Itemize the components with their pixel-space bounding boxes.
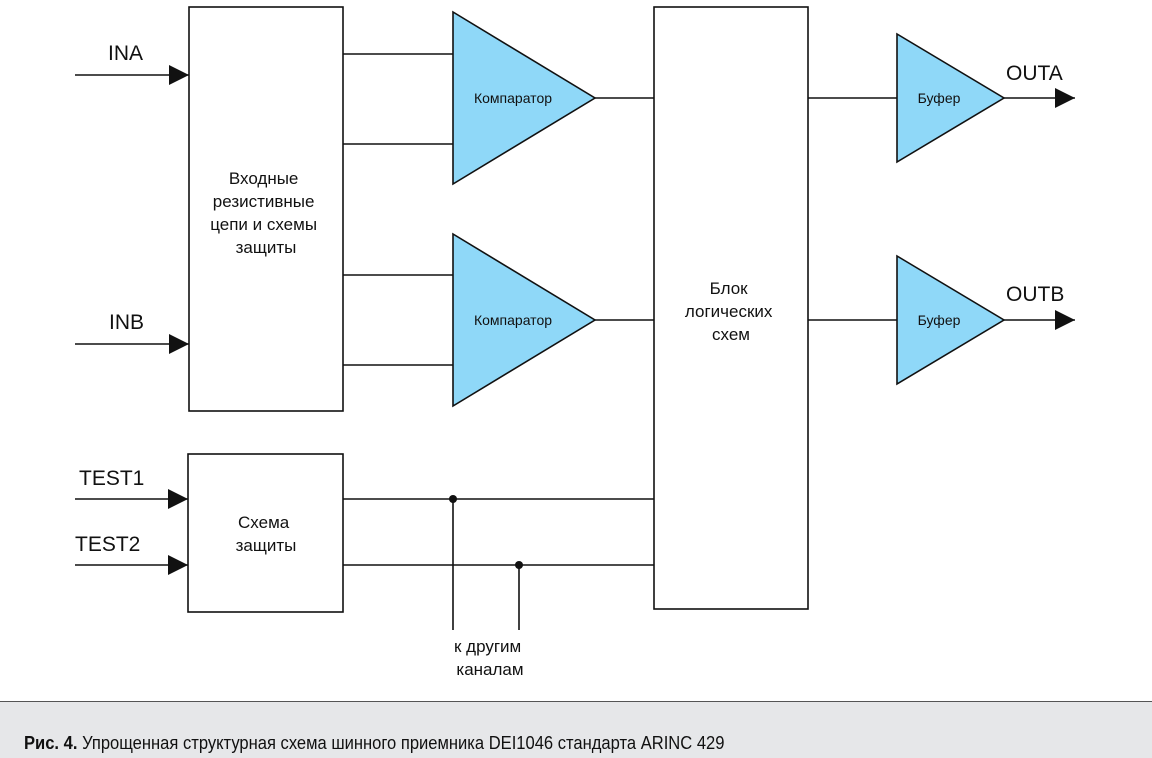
protection-circuit-block <box>187 453 344 613</box>
test2-label: TEST2 <box>75 533 140 556</box>
junction-dot <box>449 495 457 503</box>
comparator-a <box>452 10 597 186</box>
ina-label: INA <box>108 42 143 65</box>
input-protection-block <box>188 6 344 412</box>
caption-text: Рис. 4. Упрощенная структурная схема шин… <box>24 733 724 754</box>
logic-block-label: Блок логических схем <box>685 279 777 344</box>
block-diagram: INA INB TEST1 TEST2 OUTA OUTB Входные ре… <box>75 6 1075 679</box>
junction-dot <box>515 561 523 569</box>
buffer-b <box>896 254 1006 386</box>
comparator-b <box>452 232 597 408</box>
buffer-a-label: Буфер <box>918 90 961 106</box>
buffer-a <box>896 32 1006 164</box>
logic-block <box>653 6 809 610</box>
caption-body: Упрощенная структурная схема шинного при… <box>82 733 725 753</box>
buffer-b-label: Буфер <box>918 312 961 328</box>
caption-label: Рис. 4. <box>24 733 78 753</box>
comparator-a-label: Компаратор <box>474 90 552 106</box>
inb-label: INB <box>109 311 144 334</box>
protection-block-label: Схема защиты <box>236 513 297 555</box>
outb-label: OUTB <box>1006 283 1064 306</box>
outa-label: OUTA <box>1006 62 1063 85</box>
figure-caption: Рис. 4. Упрощенная структурная схема шин… <box>0 701 1152 758</box>
test1-label: TEST1 <box>79 467 144 490</box>
comparator-b-label: Компаратор <box>474 312 552 328</box>
input-block-label: Входные резистивные цепи и схемы защиты <box>210 169 322 257</box>
other-channels-label: к другим каналам <box>454 637 526 679</box>
